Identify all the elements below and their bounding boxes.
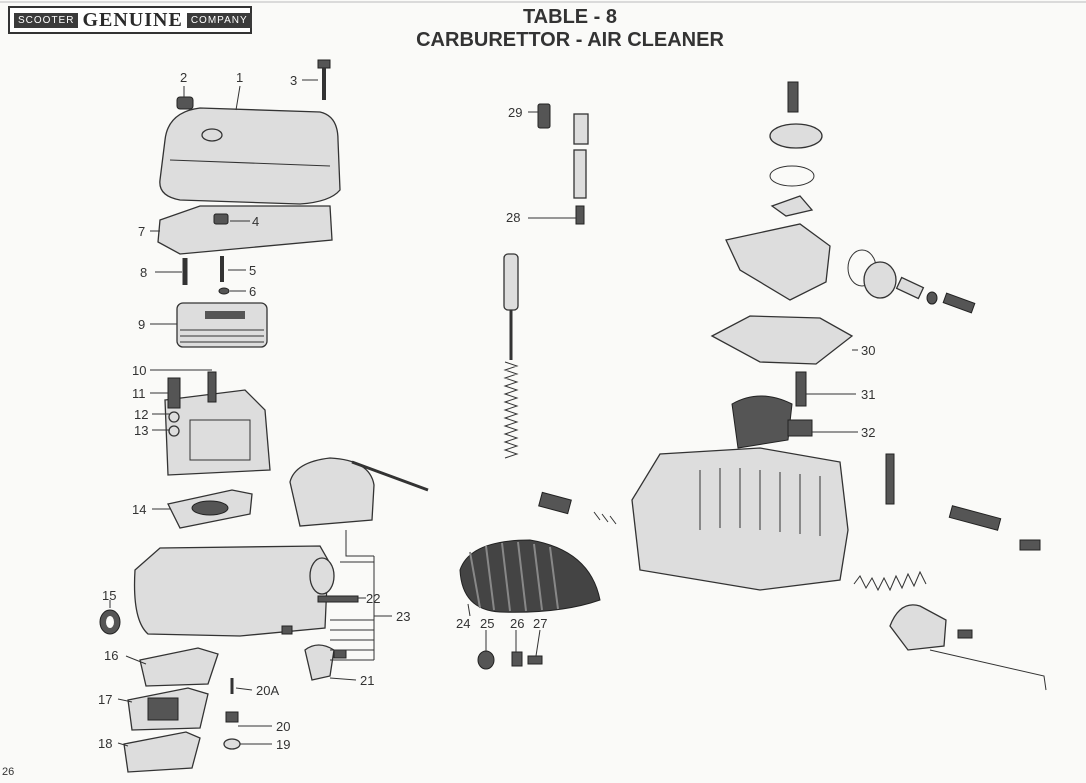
callout-17: 17: [98, 692, 112, 707]
page-title: TABLE - 8 CARBURETTOR - AIR CLEANER: [400, 6, 740, 52]
callout-10: 10: [132, 363, 146, 378]
callout-18: 18: [98, 736, 112, 751]
callout-6: 6: [249, 284, 256, 299]
callout-8: 8: [140, 265, 147, 280]
callout-21: 21: [360, 673, 374, 688]
callout-1: 1: [236, 70, 243, 85]
callout-13: 13: [134, 423, 148, 438]
title-line-2: CARBURETTOR - AIR CLEANER: [416, 29, 724, 51]
float-chamber-icon: [133, 545, 335, 637]
callout-12: 12: [134, 407, 148, 422]
callout-15: 15: [102, 588, 116, 603]
logo-right-text: COMPANY: [186, 12, 252, 28]
callout-9: 9: [138, 317, 145, 332]
callout-4: 4: [252, 214, 259, 229]
cap-icon: [176, 96, 194, 110]
callout-23: 23: [396, 609, 410, 624]
callout-11: 11: [132, 386, 146, 401]
callout-32: 32: [861, 425, 875, 440]
callout-26: 26: [510, 616, 524, 631]
callout-25: 25: [480, 616, 494, 631]
callout-27: 27: [533, 616, 547, 631]
callout-30: 30: [861, 343, 875, 358]
brand-logo: SCOOTER GENUINE COMPANY: [8, 6, 252, 34]
screw-icon: [317, 59, 331, 100]
page-number: 26: [2, 766, 15, 778]
title-line-1: TABLE - 8: [522, 6, 618, 28]
callout-2: 2: [180, 70, 187, 85]
callout-24: 24: [456, 616, 470, 631]
callout-28: 28: [506, 210, 520, 225]
callout-16: 16: [104, 648, 118, 663]
callout-19: 19: [276, 737, 290, 752]
air-cleaner-cover-icon: [159, 107, 341, 205]
logo-main-text: GENUINE: [82, 8, 183, 31]
callout-5: 5: [249, 263, 256, 278]
carburettor-body-icon: [164, 371, 271, 476]
logo-left-text: SCOOTER: [14, 12, 79, 28]
callout-20: 20: [276, 719, 290, 734]
rubber-boot-icon: [459, 539, 601, 613]
callout-20a: 20A: [256, 683, 279, 698]
callout-7: 7: [138, 224, 145, 239]
callout-29: 29: [508, 105, 522, 120]
callout-14: 14: [132, 502, 146, 517]
callout-31: 31: [861, 387, 875, 402]
oil-pump-icon: [281, 457, 429, 681]
needle-jet-icon: [503, 253, 519, 459]
gasket-icon: [157, 205, 333, 255]
callout-3: 3: [290, 73, 297, 88]
callout-22: 22: [366, 591, 380, 606]
air-filter-icon: [176, 302, 268, 348]
